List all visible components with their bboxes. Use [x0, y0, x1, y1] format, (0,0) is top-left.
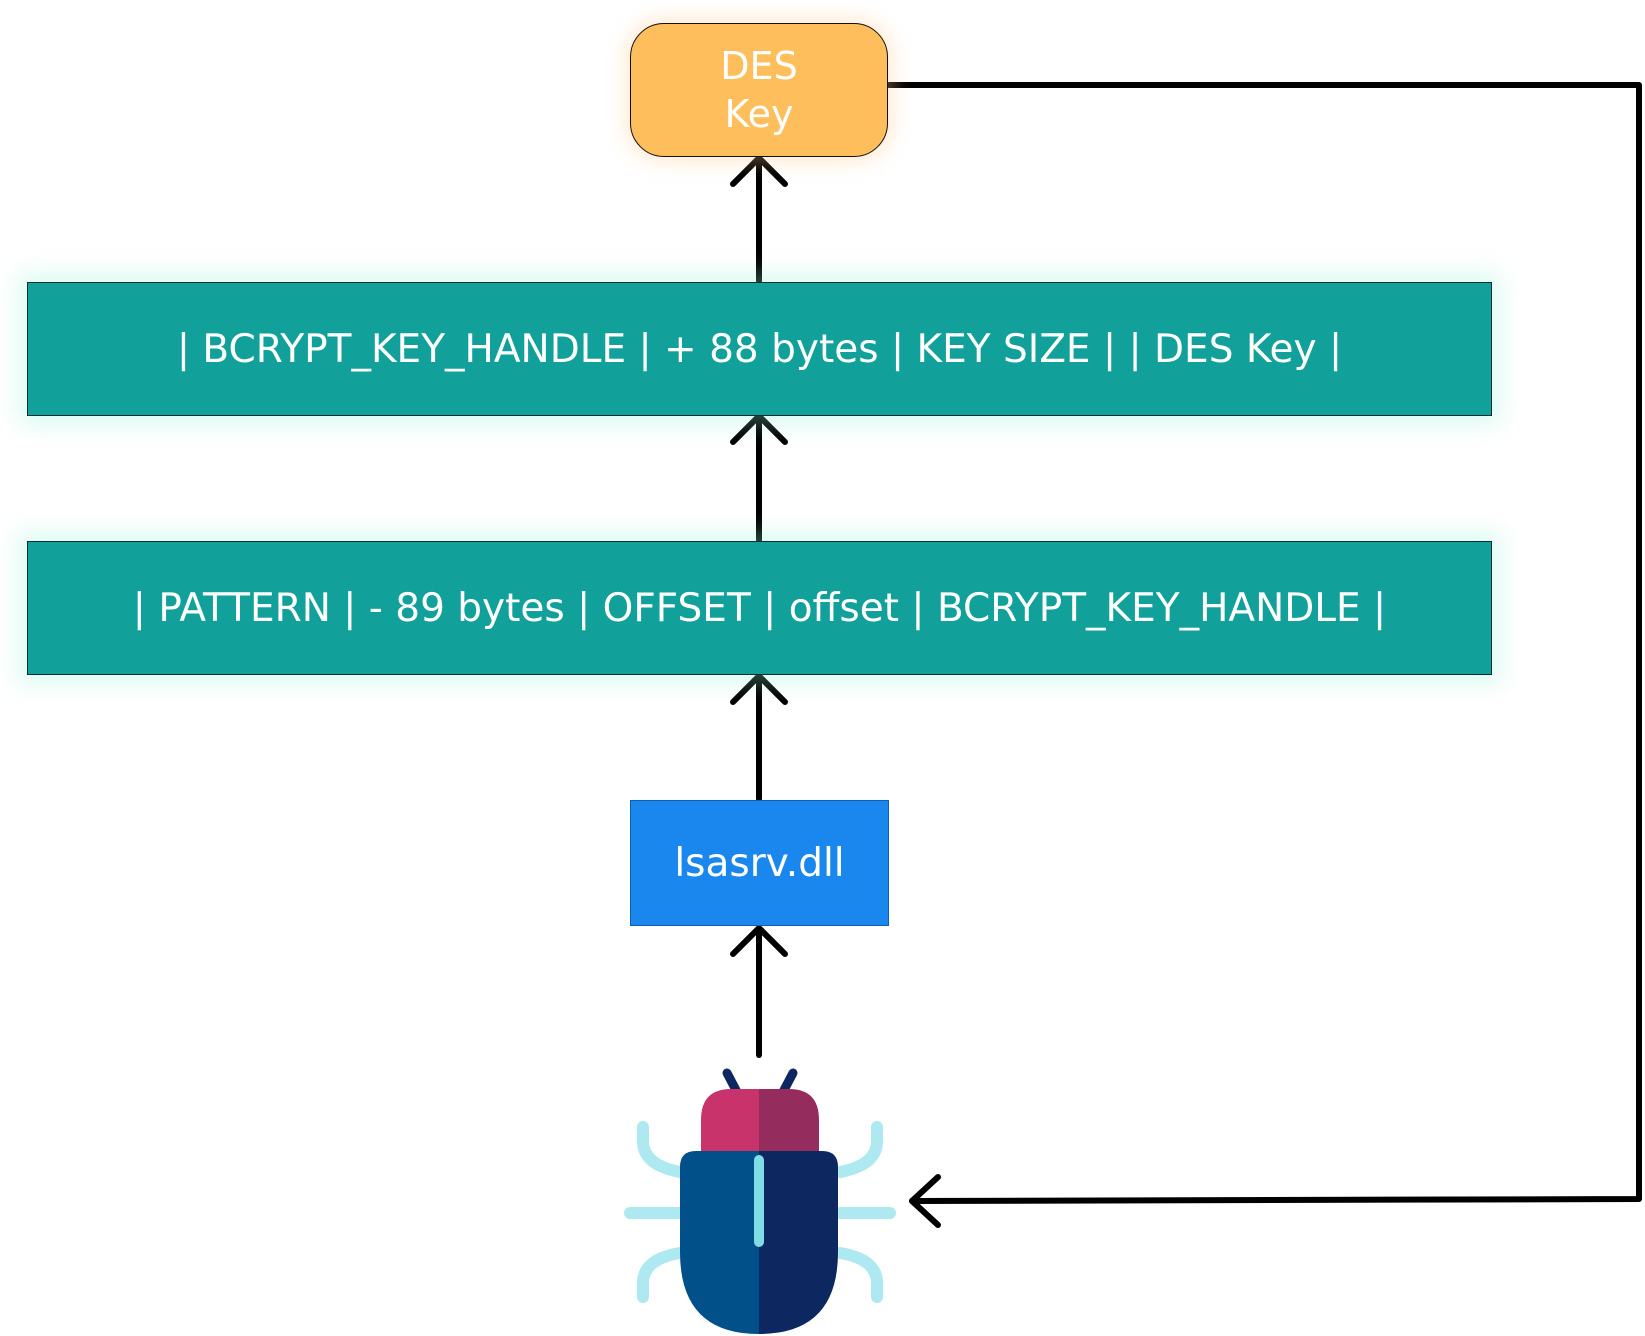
pattern-struct: | PATTERN | - 89 bytes | OFFSET | offset… — [27, 541, 1492, 675]
key-handle-struct: | BCRYPT_KEY_HANDLE | + 88 bytes | KEY S… — [27, 282, 1492, 416]
arrow-keyhandle-to-deskey — [730, 155, 788, 284]
arrow-deskey-to-bug — [886, 82, 1642, 1228]
key-handle-struct-label: | BCRYPT_KEY_HANDLE | + 88 bytes | KEY S… — [176, 326, 1343, 372]
arrow-bug-to-dll — [730, 925, 788, 1058]
lsasrv-dll-label: lsasrv.dll — [674, 840, 845, 886]
des-key-node: DES Key — [630, 23, 888, 157]
arrow-pattern-to-keyhandle — [730, 413, 788, 543]
pattern-struct-label: | PATTERN | - 89 bytes | OFFSET | offset… — [132, 585, 1387, 631]
arrow-dll-to-pattern — [730, 673, 788, 802]
lsasrv-dll-node: lsasrv.dll — [630, 800, 889, 926]
des-key-label-line1: DES — [720, 44, 798, 88]
des-key-label-line2: Key — [724, 92, 794, 136]
